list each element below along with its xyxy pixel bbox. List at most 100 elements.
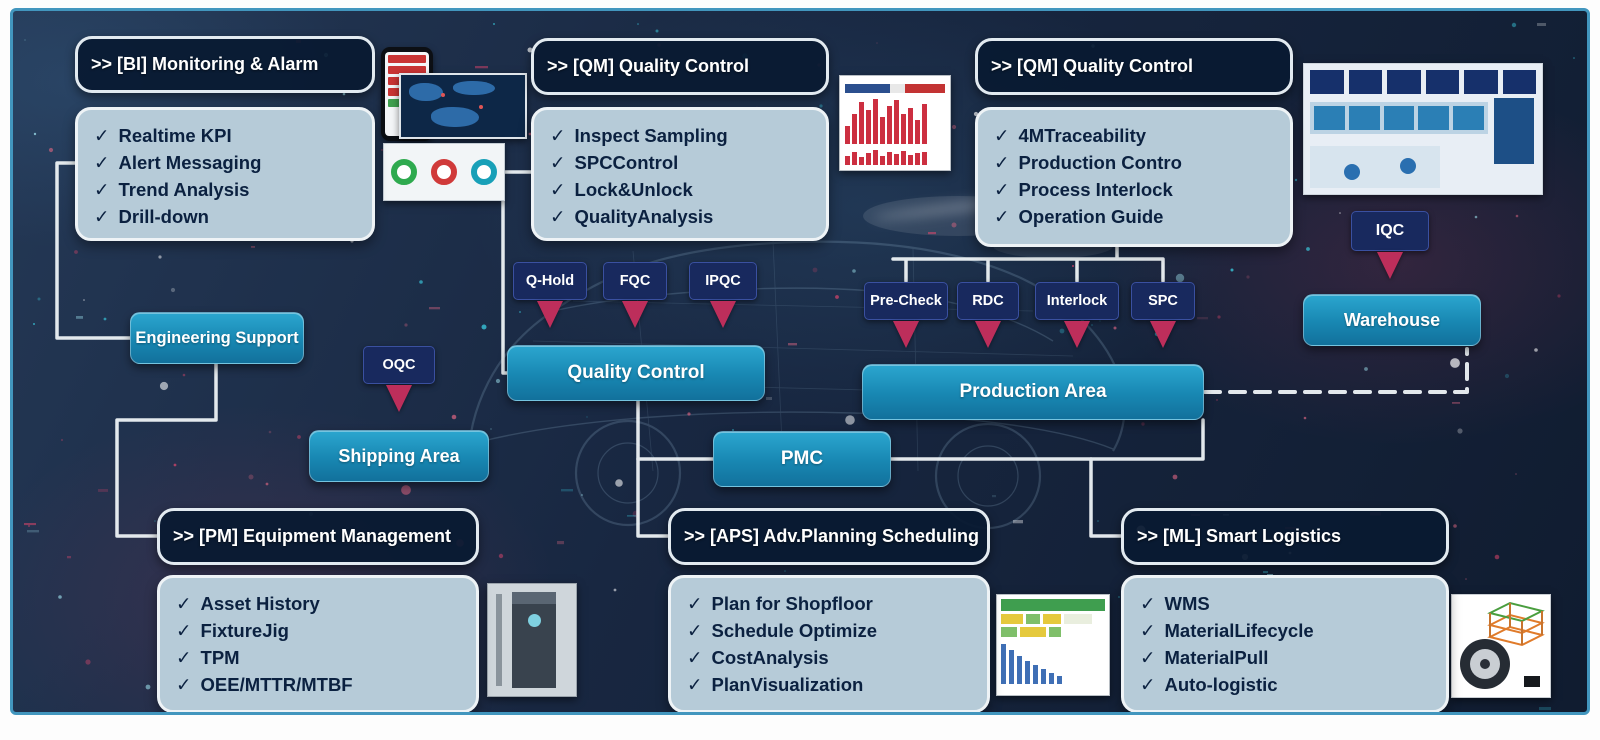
bar	[887, 152, 892, 165]
map-marker	[441, 93, 445, 97]
mobile-dashboard-image	[381, 47, 529, 205]
panel-header-bi: >> [BI] Monitoring & Alarm	[75, 36, 375, 93]
bar	[1041, 669, 1046, 684]
feature-row: ✓Operation Guide	[994, 203, 1282, 230]
check-icon: ✓	[94, 206, 110, 227]
connector-qm-to-production-tags	[891, 245, 1165, 283]
tag-pre-check: Pre-Check	[864, 282, 948, 320]
panel-header-label: >> [ML] Smart Logistics	[1137, 526, 1342, 546]
feature-label: CostAnalysis	[711, 647, 829, 668]
check-icon: ✓	[550, 125, 566, 146]
bar	[1009, 650, 1014, 684]
kpi-dashboard-thumbnail	[383, 143, 505, 201]
tag-ipqc: IPQC	[689, 262, 757, 300]
feature-label: Asset History	[200, 593, 320, 614]
feature-label: Inspect Sampling	[574, 125, 728, 146]
bar	[873, 99, 878, 144]
check-icon: ✓	[1140, 647, 1156, 668]
check-icon: ✓	[550, 206, 566, 227]
feature-row: ✓WMS	[1140, 590, 1438, 617]
bar	[1057, 676, 1062, 684]
bar	[852, 152, 857, 165]
connector-quality-control-to-aps	[636, 399, 670, 538]
diagram-canvas: >> [BI] Monitoring & Alarm ✓Realtime KPI…	[10, 8, 1590, 715]
down-arrow	[1377, 252, 1403, 279]
feature-label: TPM	[200, 647, 240, 668]
down-arrow	[537, 301, 563, 328]
bar	[908, 108, 913, 144]
check-icon: ✓	[687, 674, 703, 695]
check-icon: ✓	[1140, 674, 1156, 695]
down-arrow	[1064, 321, 1090, 348]
panel-header-qm-mid: >> [QM] Quality Control	[531, 38, 829, 95]
down-arrow	[893, 321, 919, 348]
feature-label: Trend Analysis	[118, 179, 250, 200]
line-floor-area	[1310, 146, 1440, 188]
bar	[845, 126, 850, 144]
tag-iqc: IQC	[1351, 211, 1429, 251]
bar	[915, 120, 920, 144]
robot-icon	[1460, 639, 1510, 689]
map-blob	[431, 107, 479, 127]
worker-figure	[1344, 164, 1360, 180]
phone-list-bar	[388, 55, 426, 63]
map-blob	[409, 83, 443, 101]
gauge-icon	[391, 159, 417, 185]
node-engineering-support: Engineering Support	[130, 312, 304, 364]
world-map-thumbnail	[399, 73, 527, 139]
down-arrow	[386, 385, 412, 412]
tag-rdc: RDC	[957, 282, 1019, 320]
node-pmc: PMC	[713, 431, 891, 487]
feature-label: 4MTraceability	[1018, 125, 1147, 146]
bar	[901, 151, 906, 165]
bar	[915, 153, 920, 165]
check-icon: ✓	[94, 179, 110, 200]
gantt-row	[1001, 627, 1105, 637]
feature-label: MaterialLifecycle	[1164, 620, 1314, 641]
down-arrow	[622, 301, 648, 328]
bar	[880, 117, 885, 144]
check-icon: ✓	[94, 152, 110, 173]
equipment-window	[528, 614, 541, 627]
feature-row: ✓ PlanVisualization	[687, 671, 979, 698]
feature-row: ✓Schedule Optimize	[687, 617, 979, 644]
feature-label: Lock&Unlock	[574, 179, 693, 200]
feature-label: Realtime KPI	[118, 125, 232, 146]
check-icon: ✓	[550, 179, 566, 200]
check-icon: ✓	[176, 620, 192, 641]
feature-row: ✓Process Interlock	[994, 176, 1282, 203]
red-bar-chart	[845, 98, 945, 144]
bar	[866, 110, 871, 144]
feature-row: ✓ Lock&Unlock	[550, 176, 818, 203]
panel-header-label: >> [QM] Quality Control	[547, 56, 750, 76]
panel-header-label: >> [BI] Monitoring & Alarm	[91, 54, 319, 74]
check-icon: ✓	[1140, 620, 1156, 641]
feature-row: ✓ Trend Analysis	[94, 176, 364, 203]
production-line-image	[1303, 63, 1543, 195]
feature-label: Alert Messaging	[118, 152, 262, 173]
robot-dock	[1524, 676, 1540, 687]
bar	[922, 104, 927, 144]
feature-label: Drill-down	[118, 206, 209, 227]
panel-list-bi: ✓Realtime KPI✓Alert Messaging✓Trend Anal…	[75, 107, 375, 241]
node-production-area: Production Area	[862, 364, 1204, 420]
feature-row: ✓Asset History	[176, 590, 468, 617]
bar	[1025, 661, 1030, 684]
connector-production-to-warehouse-dashed	[1203, 347, 1469, 394]
panel-list-qm-right: ✓4MTraceability✓Production Contro✓Proces…	[975, 107, 1293, 247]
down-arrow	[710, 301, 736, 328]
line-signboards	[1310, 70, 1536, 94]
feature-row: ✓ Drill-down	[94, 203, 364, 230]
feature-row: ✓Realtime KPI	[94, 122, 364, 149]
feature-label: PlanVisualization	[711, 674, 864, 695]
bar	[866, 153, 871, 165]
tag-q-hold: Q-Hold	[513, 262, 587, 300]
map-blob	[453, 81, 495, 95]
connector-production-to-ml	[1089, 457, 1123, 538]
equipment-cap	[512, 592, 556, 604]
feature-row: ✓Plan for Shopfloor	[687, 590, 979, 617]
panel-header-label: >> [APS] Adv.Planning Scheduling	[684, 526, 980, 546]
bar	[887, 106, 892, 144]
bar	[1033, 665, 1038, 684]
